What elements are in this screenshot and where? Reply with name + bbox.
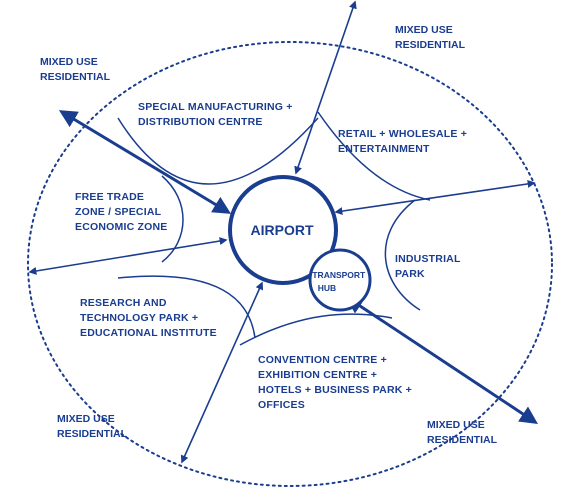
zone-convention-label: CONVENTION CENTRE + EXHIBITION CENTRE + … (258, 354, 415, 411)
zone-retail-line1: RETAIL + WHOLESALE + (338, 128, 467, 140)
zone-manufacturing-line1: SPECIAL MANUFACTURING + (138, 101, 293, 113)
airport-circle (228, 175, 338, 285)
zone-convention-line1: CONVENTION CENTRE + (258, 354, 387, 366)
outer-bottom-right-label: MIXED USE RESIDENTIAL (427, 419, 498, 446)
connections (28, 0, 539, 464)
arrow-top-left (58, 110, 232, 214)
zone-convention-line3: HOTELS + BUSINESS PARK + (258, 384, 412, 396)
transport-hub-line1: TRANSPORT (312, 270, 366, 280)
outer-top-right-line2: RESIDENTIAL (395, 39, 466, 51)
transport-hub-circle (308, 248, 372, 312)
arrow-top-right (294, 0, 357, 175)
zone-convention-line4: OFFICES (258, 399, 305, 411)
outer-top-right-line1: MIXED USE (395, 24, 453, 36)
arrow-bottom-right (344, 296, 539, 424)
outer-top-left-label: MIXED USE RESIDENTIAL (40, 56, 111, 83)
zone-industrial-label: INDUSTRIAL PARK (395, 253, 464, 280)
transport-hub-line2: HUB (318, 283, 336, 293)
zone-manufacturing-line2: DISTRIBUTION CENTRE (138, 116, 263, 128)
airport-label: AIRPORT (251, 222, 314, 238)
outer-bottom-left-label: MIXED USE RESIDENTIAL (57, 413, 128, 440)
zone-industrial-line1: INDUSTRIAL (395, 253, 461, 265)
outer-top-right-label: MIXED USE RESIDENTIAL (395, 24, 466, 51)
zone-arc-convention (239, 313, 393, 346)
outer-bottom-left-line1: MIXED USE (57, 413, 115, 425)
zone-retail-line2: ENTERTAINMENT (338, 143, 430, 155)
zone-freetrade-line3: ECONOMIC ZONE (75, 221, 167, 233)
zone-research-line1: RESEARCH AND (80, 297, 167, 309)
outer-bottom-right-line1: MIXED USE (427, 419, 485, 431)
zone-freetrade-line1: FREE TRADE (75, 191, 144, 203)
zone-freetrade-line2: ZONE / SPECIAL (75, 206, 162, 218)
transport-hub-label: TRANSPORT HUB (312, 270, 367, 293)
outer-top-left-line1: MIXED USE (40, 56, 98, 68)
zone-research-line2: TECHNOLOGY PARK + (80, 312, 198, 324)
zone-convention-line2: EXHIBITION CENTRE + (258, 369, 377, 381)
outer-top-left-line2: RESIDENTIAL (40, 71, 111, 83)
zone-arc-retail (317, 111, 431, 201)
zone-research-line3: EDUCATIONAL INSTITUTE (80, 327, 217, 339)
zone-industrial-line2: PARK (395, 268, 425, 280)
zone-manufacturing-label: SPECIAL MANUFACTURING + DISTRIBUTION CEN… (138, 101, 296, 128)
arrow-left (28, 237, 228, 275)
arrow-right (334, 179, 536, 216)
arrow-bottom-left (180, 281, 264, 464)
zone-freetrade-label: FREE TRADE ZONE / SPECIAL ECONOMIC ZONE (75, 191, 167, 233)
city-boundary (27, 41, 553, 487)
outer-bottom-left-line2: RESIDENTIAL (57, 428, 128, 440)
outer-bottom-right-line2: RESIDENTIAL (427, 434, 498, 446)
zone-retail-label: RETAIL + WHOLESALE + ENTERTAINMENT (338, 128, 470, 155)
zone-research-label: RESEARCH AND TECHNOLOGY PARK + EDUCATION… (80, 297, 217, 339)
